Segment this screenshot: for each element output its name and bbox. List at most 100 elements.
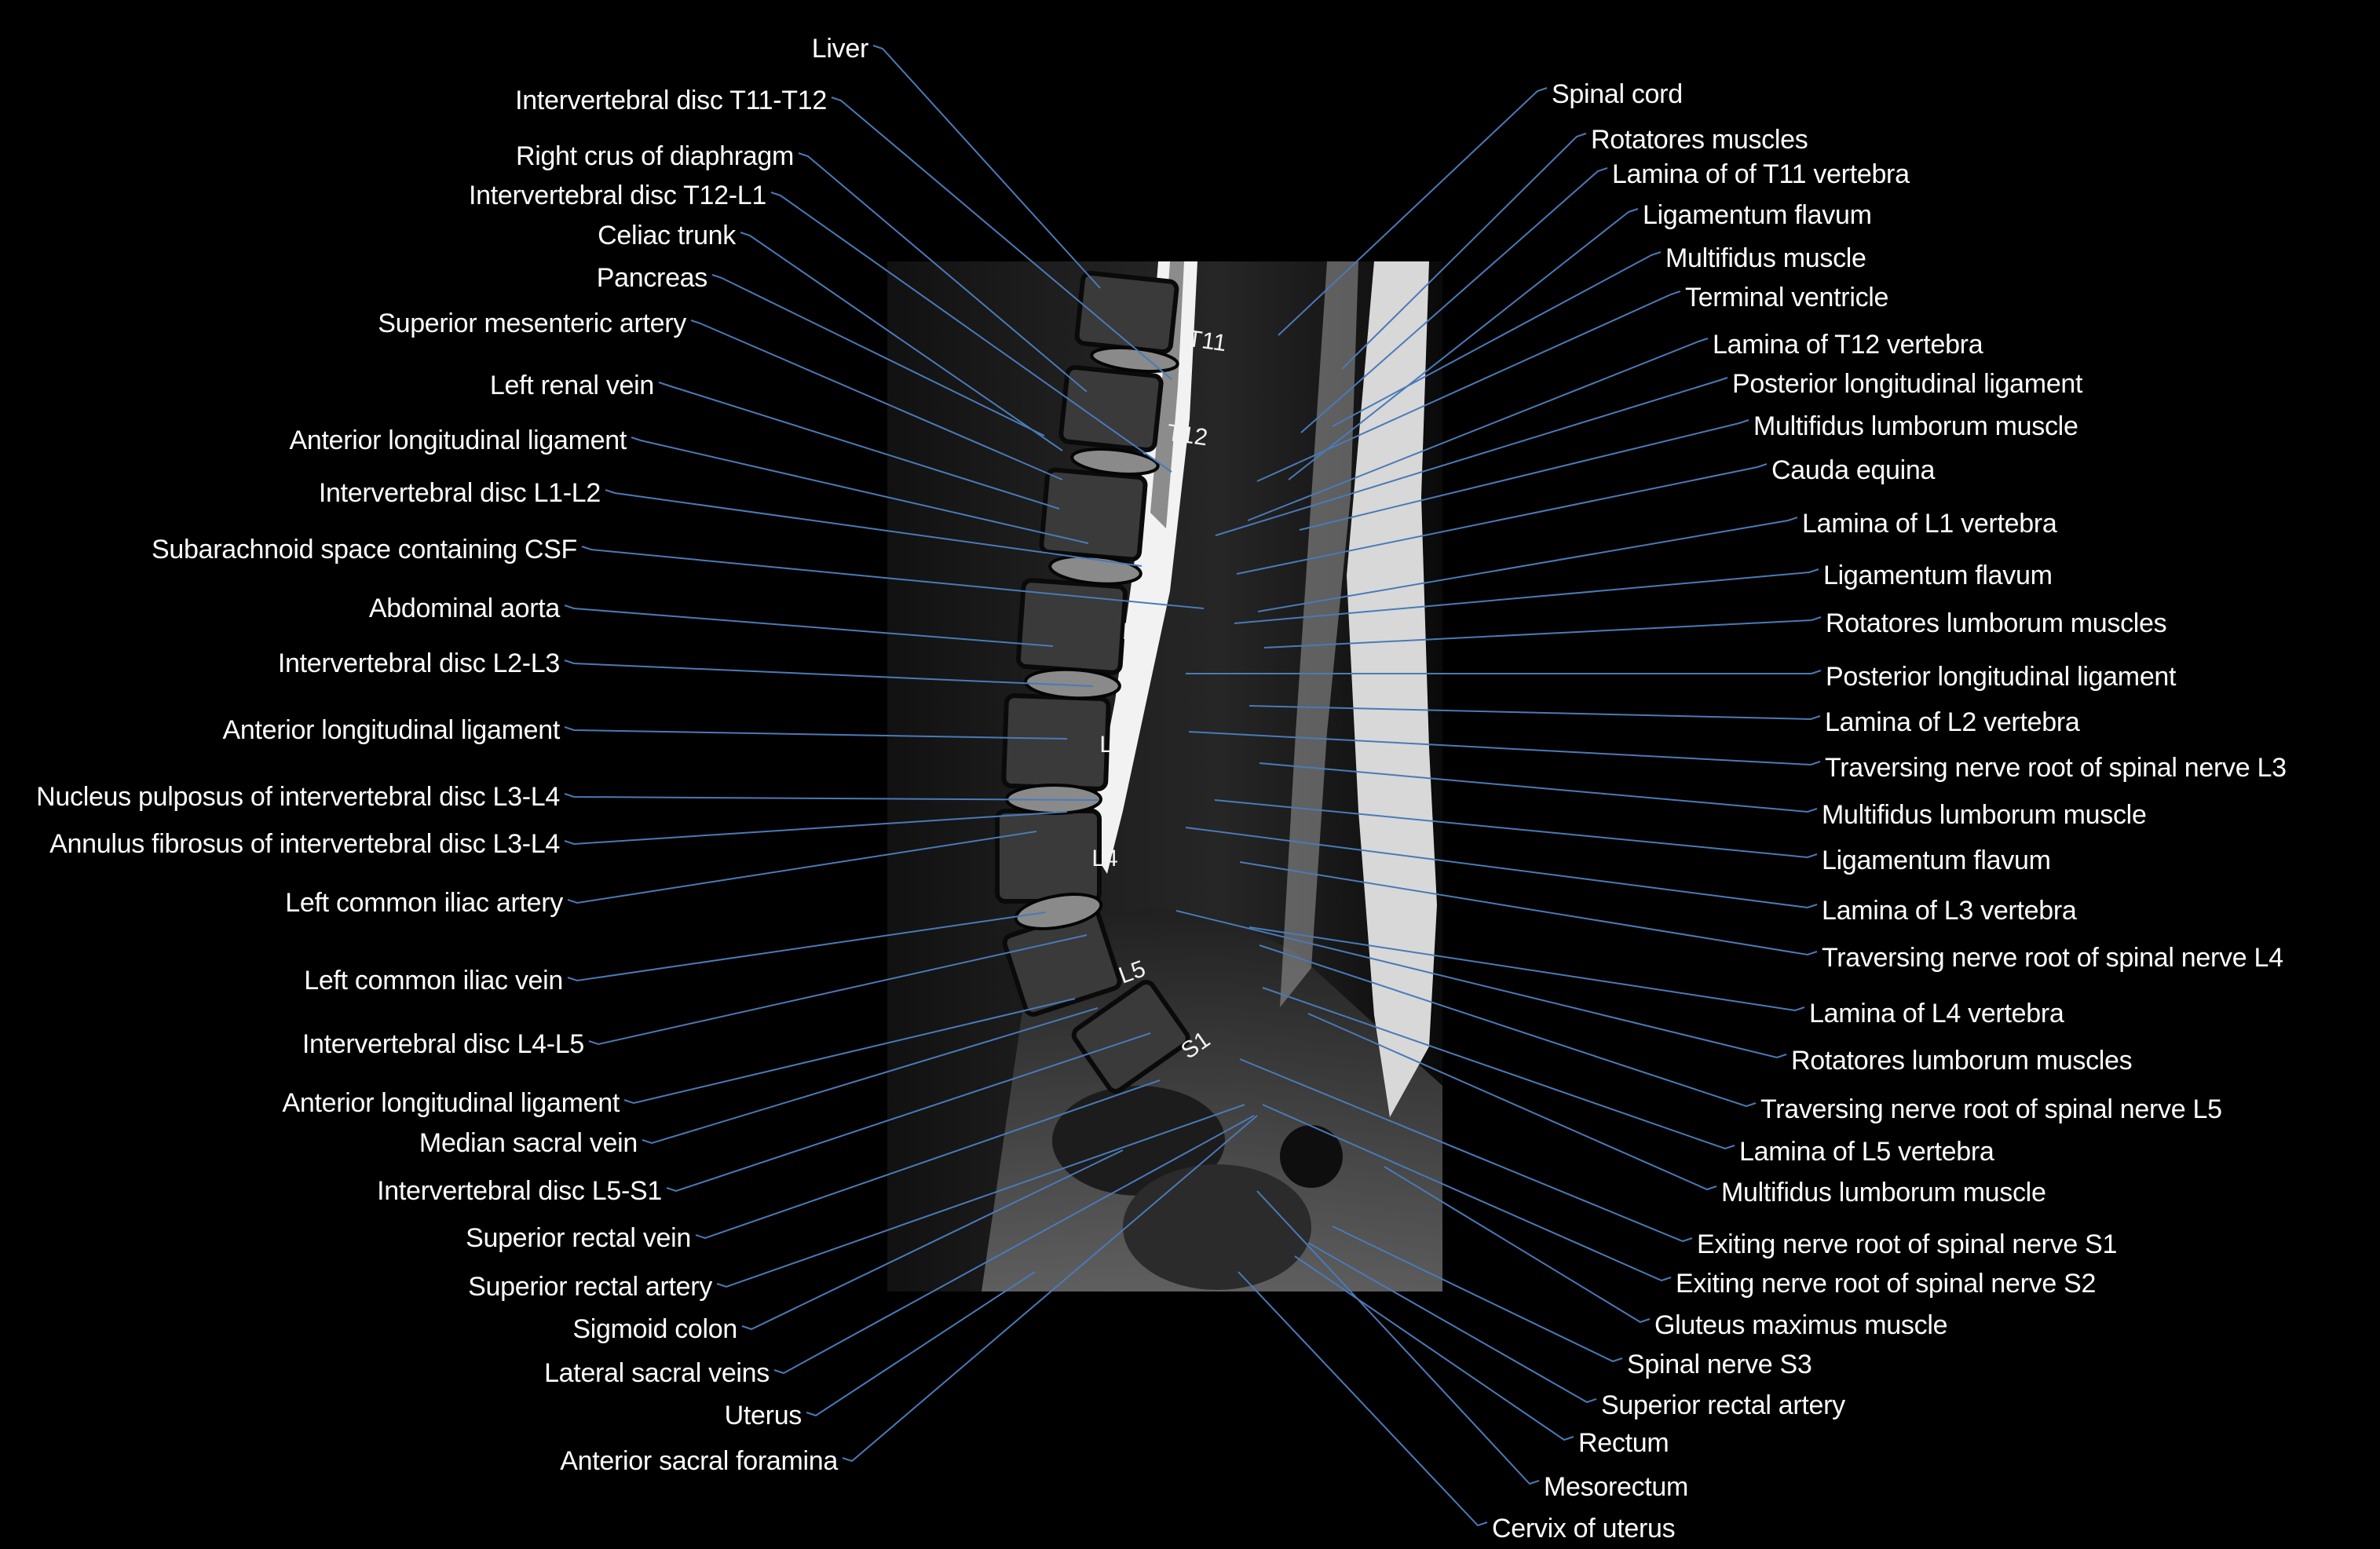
label-intervertebral-disc-l2-l3: Intervertebral disc L2-L3 — [277, 648, 560, 678]
label-multifidus-lumborum-muscle: Multifidus lumborum muscle — [1753, 411, 2078, 441]
label-cervix-of-uterus: Cervix of uterus — [1492, 1514, 1676, 1544]
label-anterior-longitudinal-ligament: Anterior longitudinal ligament — [289, 426, 627, 455]
leader-line — [564, 605, 1054, 647]
leader-line — [716, 1104, 1245, 1288]
label-median-sacral-vein: Median sacral vein — [419, 1128, 638, 1158]
leader-line — [1239, 861, 1818, 956]
leader-line — [588, 934, 1088, 1046]
label-anterior-longitudinal-ligament: Anterior longitudinal ligament — [222, 715, 561, 745]
label-sigmoid-colon: Sigmoid colon — [572, 1314, 737, 1344]
label-lamina-of-of-t11-vertebra: Lamina of of T11 vertebra — [1612, 159, 1910, 189]
label-uterus: Uterus — [724, 1401, 802, 1430]
label-traversing-nerve-root-of-spinal-nerve-l4: Traversing nerve root of spinal nerve L4 — [1822, 943, 2283, 973]
label-pancreas: Pancreas — [596, 263, 708, 293]
label-multifidus-muscle: Multifidus muscle — [1665, 243, 1866, 273]
label-lamina-of-l2-vertebra: Lamina of L2 vertebra — [1825, 707, 2080, 737]
leader-line — [1256, 1190, 1540, 1485]
leader-line — [1341, 133, 1587, 370]
label-lamina-of-t12-vertebra: Lamina of T12 vertebra — [1713, 330, 1983, 360]
leader-line — [1214, 799, 1818, 859]
label-cauda-equina: Cauda equina — [1771, 455, 1936, 485]
label-intervertebral-disc-t12-l1: Intervertebral disc T12-L1 — [469, 181, 766, 210]
label-ligamentum-flavum: Ligamentum flavum — [1643, 200, 1872, 230]
leader-line — [1188, 731, 1821, 766]
leader-line — [1299, 419, 1749, 531]
label-spinal-cord: Spinal cord — [1552, 79, 1683, 109]
leader-line — [567, 911, 1047, 982]
label-exiting-nerve-root-of-spinal-nerve-s1: Exiting nerve root of spinal nerve S1 — [1697, 1229, 2118, 1259]
leader-line — [1248, 926, 1805, 1012]
label-lamina-of-l4-vertebra: Lamina of L4 vertebra — [1809, 999, 2064, 1028]
label-rectum: Rectum — [1578, 1428, 1669, 1458]
mri-anatomy-illustration — [887, 261, 1442, 1291]
leader-line — [1247, 338, 1709, 521]
label-left-renal-vein: Left renal vein — [489, 371, 654, 400]
label-annulus-fibrosus-of-intervertebral-disc-l3-l4: Annulus fibrosus of intervertebral disc … — [49, 829, 560, 859]
label-lamina-of-l3-vertebra: Lamina of L3 vertebra — [1822, 896, 2077, 926]
leader-line — [1262, 1104, 1672, 1282]
leader-line — [1234, 568, 1819, 624]
leader-line — [1238, 1271, 1488, 1527]
leader-line — [1259, 762, 1818, 813]
leader-line — [1248, 705, 1821, 721]
leader-line — [642, 1007, 1099, 1145]
label-rotatores-lumborum-muscles: Rotatores lumborum muscles — [1791, 1046, 2133, 1076]
leader-line — [564, 793, 1099, 801]
leader-line — [658, 382, 1060, 510]
label-left-common-iliac-vein: Left common iliac vein — [304, 966, 563, 996]
label-intervertebral-disc-l5-s1: Intervertebral disc L5-S1 — [377, 1176, 662, 1206]
label-multifidus-lumborum-muscle: Multifidus lumborum muscle — [1822, 800, 2147, 830]
leader-line — [623, 998, 1076, 1105]
label-terminal-ventricle: Terminal ventricle — [1685, 283, 1889, 312]
leader-line — [773, 1115, 1255, 1375]
leader-line — [564, 811, 1068, 846]
leader-line — [1288, 208, 1639, 480]
leader-line — [831, 97, 1172, 380]
leader-line — [1256, 290, 1681, 482]
label-subarachnoid-space-containing-csf: Subarachnoid space containing CSF — [151, 535, 577, 564]
label-intervertebral-disc-l4-l5: Intervertebral disc L4-L5 — [302, 1029, 584, 1059]
leader-line — [1332, 251, 1662, 427]
label-anterior-sacral-foramina: Anterior sacral foramina — [560, 1446, 838, 1476]
label-superior-rectal-vein: Superior rectal vein — [466, 1223, 691, 1253]
label-nucleus-pulposus-of-intervertebral-disc-l3-l4: Nucleus pulposus of intervertebral disc … — [36, 782, 560, 812]
label-intervertebral-disc-t11-t12: Intervertebral disc T11-T12 — [515, 86, 827, 115]
leader-line — [1259, 944, 1757, 1108]
leader-line — [564, 659, 1094, 687]
vertebra-label-l4: L4 — [1091, 846, 1118, 871]
label-lamina-of-l1-vertebra: Lamina of L1 vertebra — [1802, 509, 2057, 539]
leader-line — [1263, 616, 1822, 648]
label-left-common-iliac-artery: Left common iliac artery — [285, 888, 563, 918]
leader-line — [1175, 910, 1787, 1059]
label-superior-rectal-artery: Superior rectal artery — [468, 1272, 712, 1302]
leader-line — [740, 232, 1063, 451]
label-posterior-longitudinal-ligament: Posterior longitudinal ligament — [1826, 662, 2177, 692]
leader-line — [695, 1080, 1161, 1240]
leader-line — [1262, 987, 1735, 1150]
leader-line — [605, 489, 1142, 567]
label-spinal-nerve-s3: Spinal nerve S3 — [1627, 1350, 1812, 1379]
leader-line — [631, 437, 1089, 544]
leader-line — [581, 546, 1205, 609]
label-posterior-longitudinal-ligament: Posterior longitudinal ligament — [1732, 369, 2083, 399]
leader-line — [798, 152, 1088, 393]
label-traversing-nerve-root-of-spinal-nerve-l5: Traversing nerve root of spinal nerve L5 — [1760, 1094, 2222, 1124]
label-liver: Liver — [811, 34, 869, 64]
leader-line — [666, 1032, 1151, 1193]
leader-line — [1307, 1242, 1597, 1404]
label-multifidus-lumborum-muscle: Multifidus lumborum muscle — [1721, 1178, 2046, 1207]
leader-line — [1300, 167, 1608, 433]
label-traversing-nerve-root-of-spinal-nerve-l3: Traversing nerve root of spinal nerve L3 — [1825, 753, 2287, 783]
leader-line — [1278, 87, 1548, 336]
label-lamina-of-l5-vertebra: Lamina of L5 vertebra — [1739, 1137, 1994, 1167]
leader-line — [1257, 517, 1798, 612]
label-superior-rectal-artery: Superior rectal artery — [1601, 1390, 1845, 1420]
label-superior-mesenteric-artery: Superior mesenteric artery — [378, 309, 686, 338]
leader-line — [1185, 827, 1818, 909]
label-anterior-longitudinal-ligament: Anterior longitudinal ligament — [282, 1088, 620, 1118]
leader-line — [842, 1115, 1258, 1463]
leader-line — [690, 320, 1063, 480]
leader-line — [1236, 463, 1768, 575]
leader-line — [711, 274, 1045, 437]
